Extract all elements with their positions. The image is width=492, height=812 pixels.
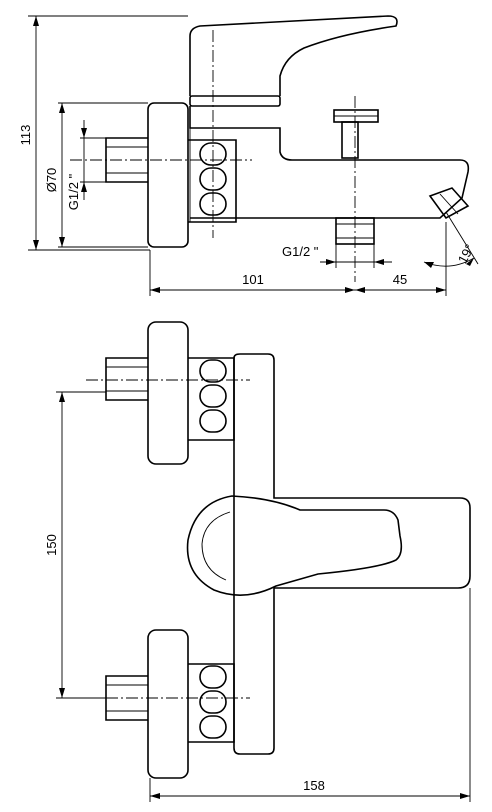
dim-depth-body: 101 xyxy=(242,272,264,287)
side-cartridge-collar xyxy=(189,95,281,107)
side-lever-handle xyxy=(189,15,398,96)
dim-inlet-thread: G1/2 " xyxy=(66,173,81,210)
side-mixer-body xyxy=(189,106,470,219)
front-view xyxy=(86,321,471,779)
front-inlet-top xyxy=(105,357,148,401)
front-handle-hub xyxy=(186,495,403,596)
front-mixer-body xyxy=(233,353,471,755)
dim-diameter: Ø70 xyxy=(44,168,59,193)
dim-overall-height: 113 xyxy=(18,125,33,146)
side-spout-aerator xyxy=(428,187,470,220)
front-flange-bottom xyxy=(147,629,189,779)
side-view-dimensions: 113 Ø70 G1/2 " G1/2 " 101 45 xyxy=(18,15,479,296)
side-view xyxy=(70,15,470,282)
side-union-nut xyxy=(188,139,237,223)
dim-overall-width: 158 xyxy=(303,778,325,793)
front-view-dimensions: 150 158 xyxy=(44,391,471,802)
dim-depth-spout: 45 xyxy=(393,272,407,287)
dim-spout-angle: 19° xyxy=(455,242,477,266)
dim-outlet-thread: G1/2 " xyxy=(282,244,319,259)
front-flange-top xyxy=(147,321,189,465)
dim-inlet-spacing: 150 xyxy=(44,534,59,556)
side-flange xyxy=(147,102,189,248)
